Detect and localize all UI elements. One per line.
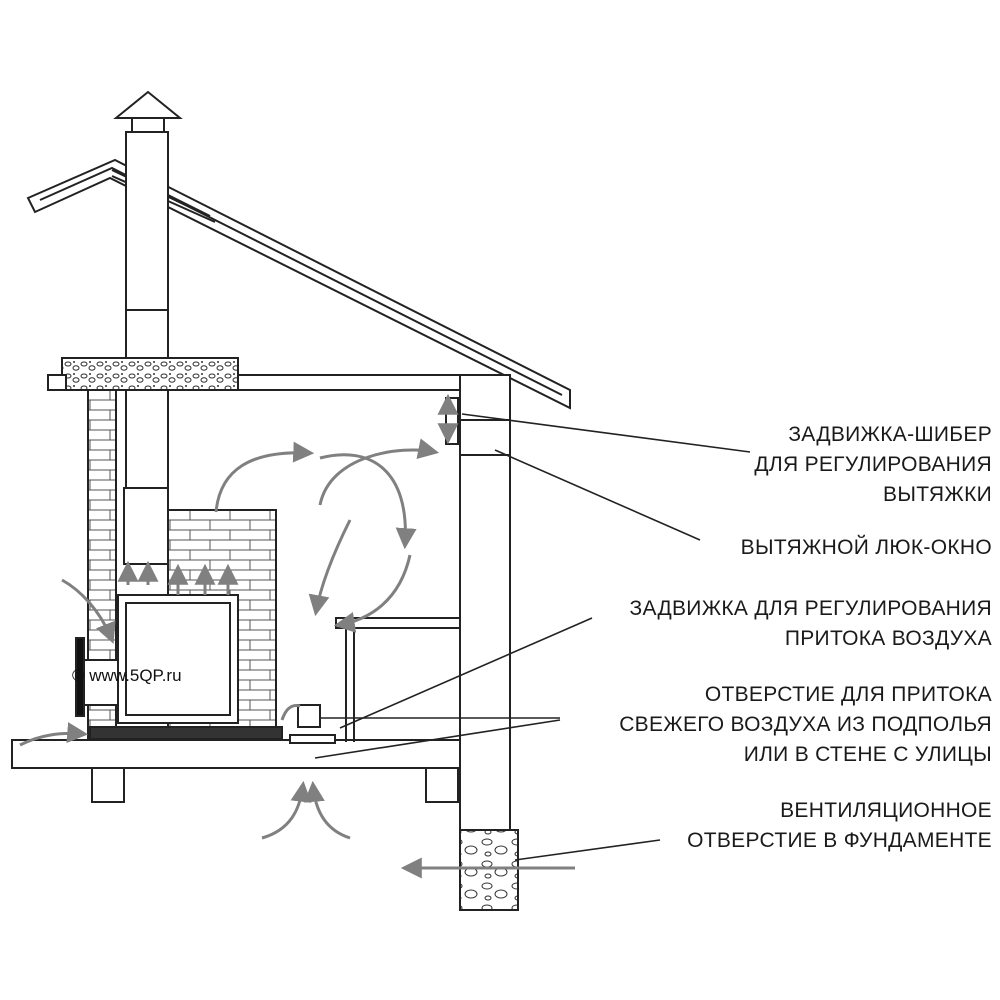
intake-damper [289, 704, 336, 744]
bench [335, 617, 461, 742]
airflow-arrows [19, 393, 575, 879]
label-line: ДЛЯ РЕГУЛИРОВАНИЯ [754, 453, 992, 476]
ceiling [47, 357, 460, 391]
label-line: ВЫТЯЖНОЙ ЛЮК-ОКНО [740, 536, 992, 559]
label-line: ПРИТОКА ВОЗДУХА [784, 627, 992, 650]
label-intake-damper: ЗАДВИЖКА ДЛЯ РЕГУЛИРОВАНИЯ ПРИТОКА ВОЗДУ… [629, 594, 992, 654]
label-line: ОТВЕРСТИЕ В ФУНДАМЕНТЕ [687, 829, 992, 852]
floor [11, 726, 461, 803]
right-wall [459, 374, 519, 911]
label-fresh-air-opening: ОТВЕРСТИЕ ДЛЯ ПРИТОКА СВЕЖЕГО ВОЗДУХА ИЗ… [619, 680, 992, 770]
label-exhaust-hatch: ВЫТЯЖНОЙ ЛЮК-ОКНО [741, 533, 992, 563]
label-line: ЗАДВИЖКА-ШИБЕР [788, 423, 992, 446]
label-line: ВЕНТИЛЯЦИОННОЕ [780, 799, 992, 822]
label-line: ЗАДВИЖКА ДЛЯ РЕГУЛИРОВАНИЯ [629, 597, 992, 620]
label-exhaust-damper: ЗАДВИЖКА-ШИБЕР ДЛЯ РЕГУЛИРОВАНИЯ ВЫТЯЖКИ [754, 420, 992, 510]
label-foundation-vent: ВЕНТИЛЯЦИОННОЕ ОТВЕРСТИЕ В ФУНДАМЕНТЕ [687, 796, 992, 856]
label-line: ОТВЕРСТИЕ ДЛЯ ПРИТОКА [704, 683, 992, 706]
label-line: СВЕЖЕГО ВОЗДУХА ИЗ ПОДПОЛЬЯ [619, 713, 992, 736]
leader-lines [314, 413, 751, 861]
label-line: ИЛИ В СТЕНЕ С УЛИЦЫ [743, 743, 992, 766]
chimney-pipe [113, 90, 183, 513]
label-line: ВЫТЯЖКИ [883, 483, 992, 506]
watermark-text: © www.5QP.ru [72, 666, 182, 685]
